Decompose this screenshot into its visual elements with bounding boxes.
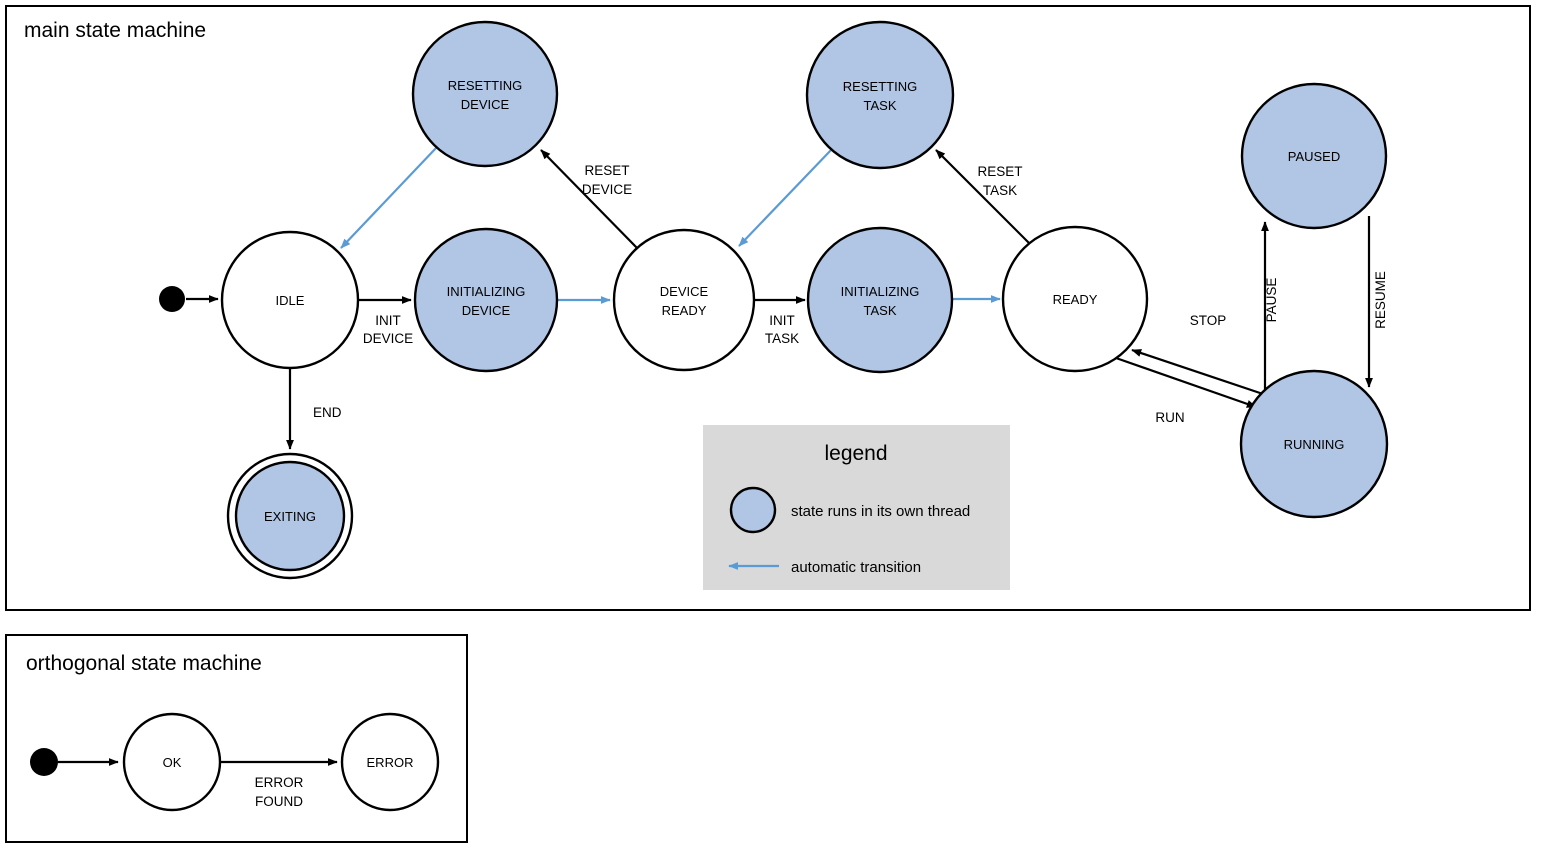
edge-label-end: END [313,405,342,420]
state-resetting-task[interactable]: RESETTING TASK [805,20,955,170]
main-transitions: INIT DEVICE INIT TASK RESET DEVICE [186,146,1388,450]
transition-ready-to-resetting-task[interactable]: RESET TASK [935,149,1033,247]
transition-running-to-ready[interactable]: STOP [1131,313,1264,396]
state-idle[interactable]: IDLE [220,230,360,370]
state-label-resetting-device-line2: DEVICE [461,97,510,112]
state-running[interactable]: RUNNING [1239,369,1389,519]
edge-label-reset-task-line2: TASK [983,183,1017,198]
transition-idle-to-init-device[interactable]: INIT DEVICE [358,296,413,346]
state-resetting-device[interactable]: RESETTING DEVICE [411,20,559,168]
main-state-machine-frame: main state machine [5,5,1531,611]
edge-label-reset-device-line1: RESET [584,163,629,178]
legend-title: legend [824,442,887,465]
transition-ok-to-error[interactable]: ERROR FOUND [220,758,338,809]
legend-item-thread-state: state runs in its own thread [729,486,970,534]
transition-paused-to-running[interactable]: RESUME [1365,216,1388,388]
state-label-device-ready-line1: DEVICE [660,284,709,299]
edge-label-error-found-line2: FOUND [255,794,303,809]
main-states: IDLE INITIALIZING DEVICE DEVICE READY IN… [159,20,1389,580]
legend: legend state runs in its own thread auto… [703,425,1010,590]
main-frame-border [5,5,1531,611]
state-label-device-ready-line2: READY [662,303,707,318]
transition-running-to-paused[interactable]: PAUSE [1261,221,1279,393]
edge-label-init-task-line2: TASK [765,331,799,346]
edge-label-resume: RESUME [1373,271,1388,329]
state-label-idle: IDLE [276,293,305,308]
main-frame-title: main state machine [24,19,206,42]
orthogonal-frame-title: orthogonal state machine [26,652,262,675]
state-ready[interactable]: READY [1001,225,1149,373]
legend-item-auto-transition: automatic transition [728,559,921,576]
state-label-running: RUNNING [1284,437,1345,452]
state-device-ready[interactable]: DEVICE READY [612,228,756,372]
state-label-initializing-device-line2: DEVICE [462,303,511,318]
state-initializing-task[interactable]: INITIALIZING TASK [806,226,954,374]
state-label-exiting: EXITING [264,509,316,524]
edge-label-error-found-line1: ERROR [255,775,304,790]
edge-label-reset-device-line2: DEVICE [582,182,632,197]
orthogonal-initial-state-dot [30,748,58,776]
transition-device-ready-to-init-task[interactable]: INIT TASK [754,296,806,346]
edge-label-init-device-line2: DEVICE [363,331,413,346]
edge-label-init-device-line1: INIT [375,313,401,328]
state-label-error: ERROR [367,755,414,770]
state-paused[interactable]: PAUSED [1240,82,1388,230]
state-label-resetting-device-line1: RESETTING [448,78,522,93]
transition-device-ready-to-resetting-device[interactable]: RESET DEVICE [540,149,638,249]
transition-resetting-task-to-device-ready[interactable] [738,148,833,247]
state-label-resetting-task-line1: RESETTING [843,79,917,94]
orthogonal-frame-border [5,634,468,843]
edge-label-stop: STOP [1190,313,1227,328]
state-label-initializing-device-line1: INITIALIZING [447,284,526,299]
state-label-resetting-task-line2: TASK [864,98,897,113]
state-label-paused: PAUSED [1288,149,1341,164]
state-label-ok: OK [163,755,182,770]
orthogonal-state-machine-frame: orthogonal state machine ERROR FOUND OK [5,634,468,843]
initial-state-dot [159,286,185,312]
state-error[interactable]: ERROR [340,712,440,812]
transition-idle-to-exiting[interactable]: END [286,368,342,450]
edge-label-pause: PAUSE [1264,278,1279,323]
legend-thread-state-text: state runs in its own thread [791,503,970,520]
edge-label-run: RUN [1155,410,1184,425]
transition-ready-to-running[interactable]: RUN [1115,356,1257,425]
state-label-initializing-task-line1: INITIALIZING [841,284,920,299]
state-ok[interactable]: OK [122,712,222,812]
state-label-initializing-task-line2: TASK [864,303,897,318]
transition-resetting-device-to-idle[interactable] [340,146,438,249]
legend-thread-state-circle-icon [729,486,777,534]
edge-label-reset-task-line1: RESET [977,164,1022,179]
legend-auto-transition-text: automatic transition [791,559,921,576]
state-initializing-device[interactable]: INITIALIZING DEVICE [413,227,559,373]
edge-label-init-task-line1: INIT [769,313,795,328]
state-exiting[interactable]: EXITING [226,452,354,580]
state-label-ready: READY [1053,292,1098,307]
